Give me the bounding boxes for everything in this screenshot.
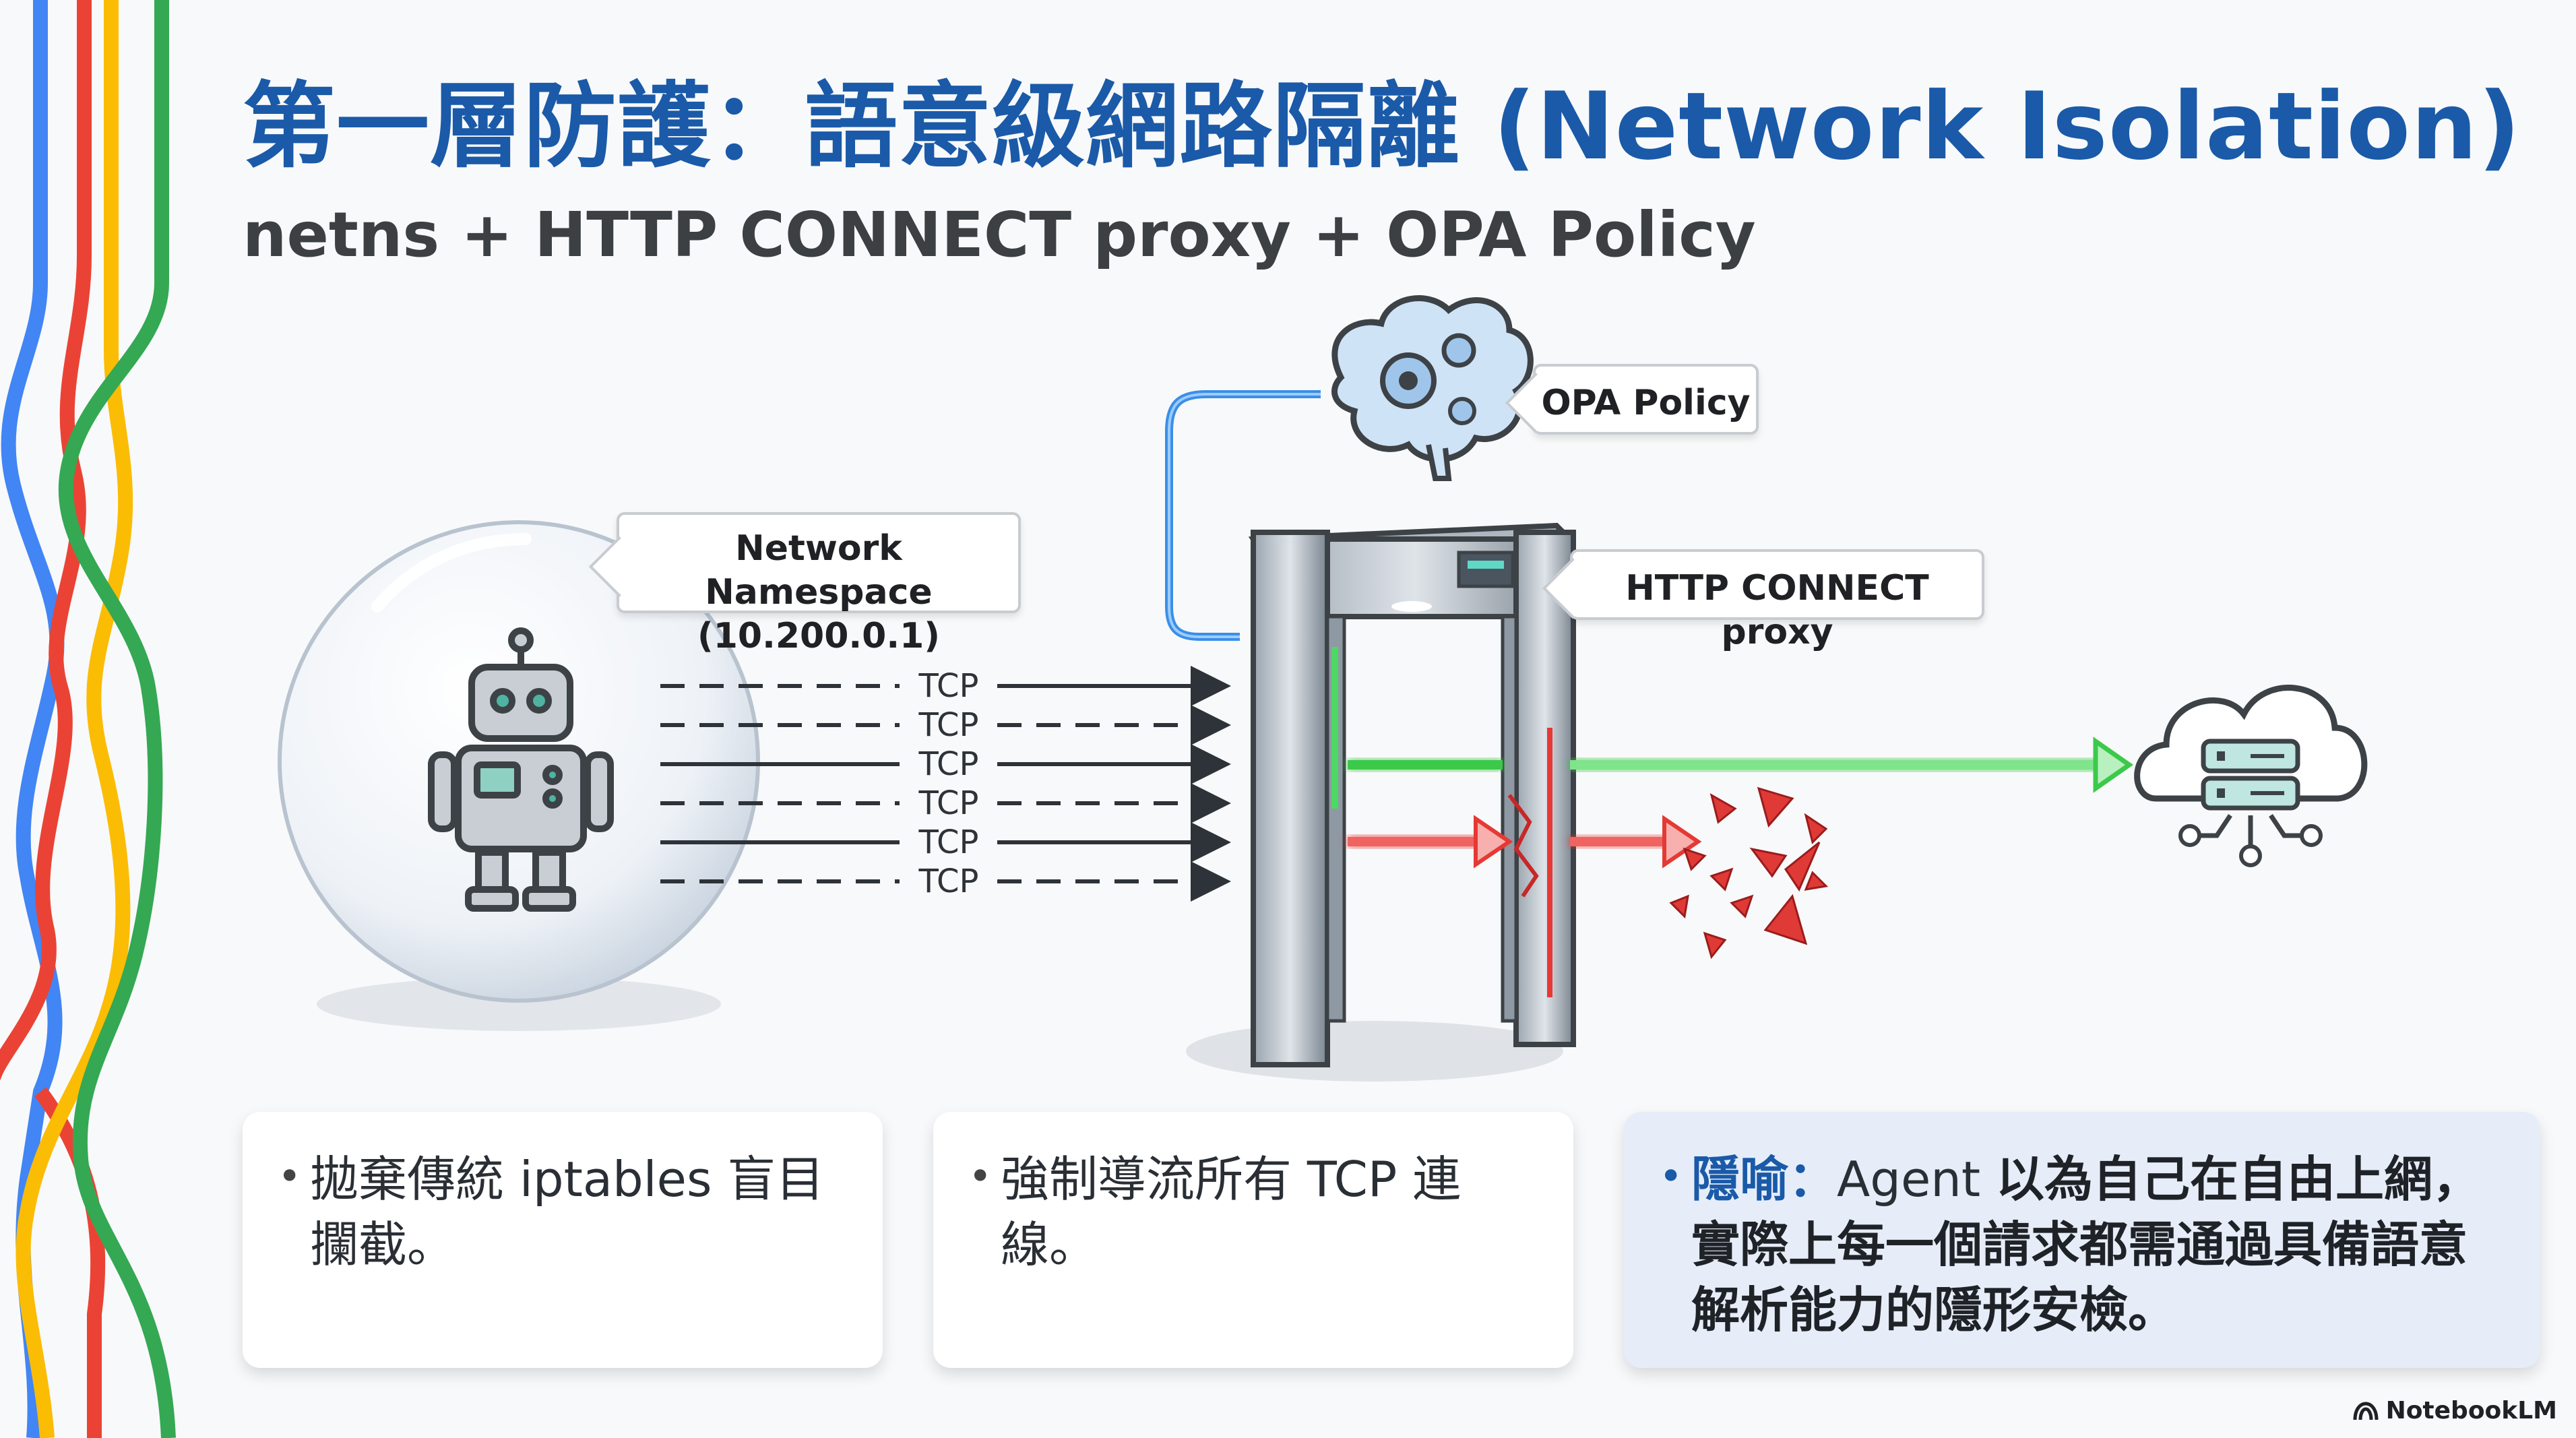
card-text: 強制導流所有 TCP 連線。 [1001, 1151, 1462, 1274]
page-title: 第一層防護：語意級網路隔離 (Network Isolation) [243, 72, 2521, 181]
tcp-label: TCP [918, 863, 979, 900]
namespace-callout-title: Network Namespace [705, 528, 933, 613]
info-card: • 拋棄傳統 iptables 盲目攔截。 [243, 1112, 883, 1368]
tcp-lines [660, 666, 1231, 902]
allowed-flow-arrow [1348, 737, 2134, 793]
metaphor-label: 隱喻： [1691, 1151, 1837, 1208]
tcp-label: TCP [918, 706, 979, 744]
page-subtitle: netns + HTTP CONNECT proxy + OPA Policy [243, 199, 1756, 271]
cloud-server-icon [2134, 685, 2368, 867]
bullet: • [1659, 1153, 1683, 1200]
namespace-callout-ip: (10.200.0.1) [697, 616, 941, 656]
bullet: • [968, 1153, 993, 1200]
tcp-label: TCP [918, 745, 979, 783]
proxy-callout: HTTP CONNECT proxy [1542, 549, 1984, 652]
tcp-label: TCP [918, 667, 979, 705]
info-card: • 強制導流所有 TCP 連線。 [933, 1112, 1573, 1368]
brand-footer: NotebookLM [2352, 1397, 2557, 1425]
brand-name: NotebookLM [2385, 1397, 2557, 1425]
tcp-label: TCP [918, 784, 979, 822]
namespace-callout: Network Namespace (10.200.0.1) [588, 512, 1021, 656]
proxy-callout-label: HTTP CONNECT proxy [1625, 568, 1929, 652]
shards-icon [1669, 786, 1829, 960]
policy-callout: OPA Policy [1505, 364, 1759, 435]
decorative-stripes [0, 0, 176, 1438]
bullet: • [278, 1153, 302, 1200]
card-text: 拋棄傳統 iptables 盲目攔截。 [310, 1151, 825, 1274]
policy-callout-label: OPA Policy [1541, 383, 1751, 423]
metaphor-card: • 隱喻：Agent 以為自己在自由上網，實際上每一個請求都需通過具備語意解析能… [1624, 1112, 2540, 1368]
brain-gears-icon [1331, 295, 1534, 481]
metaphor-bold-text: 以為自己在自由上網，實際上每一個請求都需通過具備語意解析能力的隱形安檢。 [1691, 1151, 2482, 1339]
tcp-label: TCP [918, 823, 979, 861]
robot-icon [428, 627, 614, 912]
blocked-flow-arrow [1348, 794, 1702, 898]
notebooklm-logo-icon [2353, 1401, 2379, 1420]
security-gate-icon [1186, 522, 1577, 1082]
metaphor-plain-text: Agent [1837, 1151, 1997, 1208]
